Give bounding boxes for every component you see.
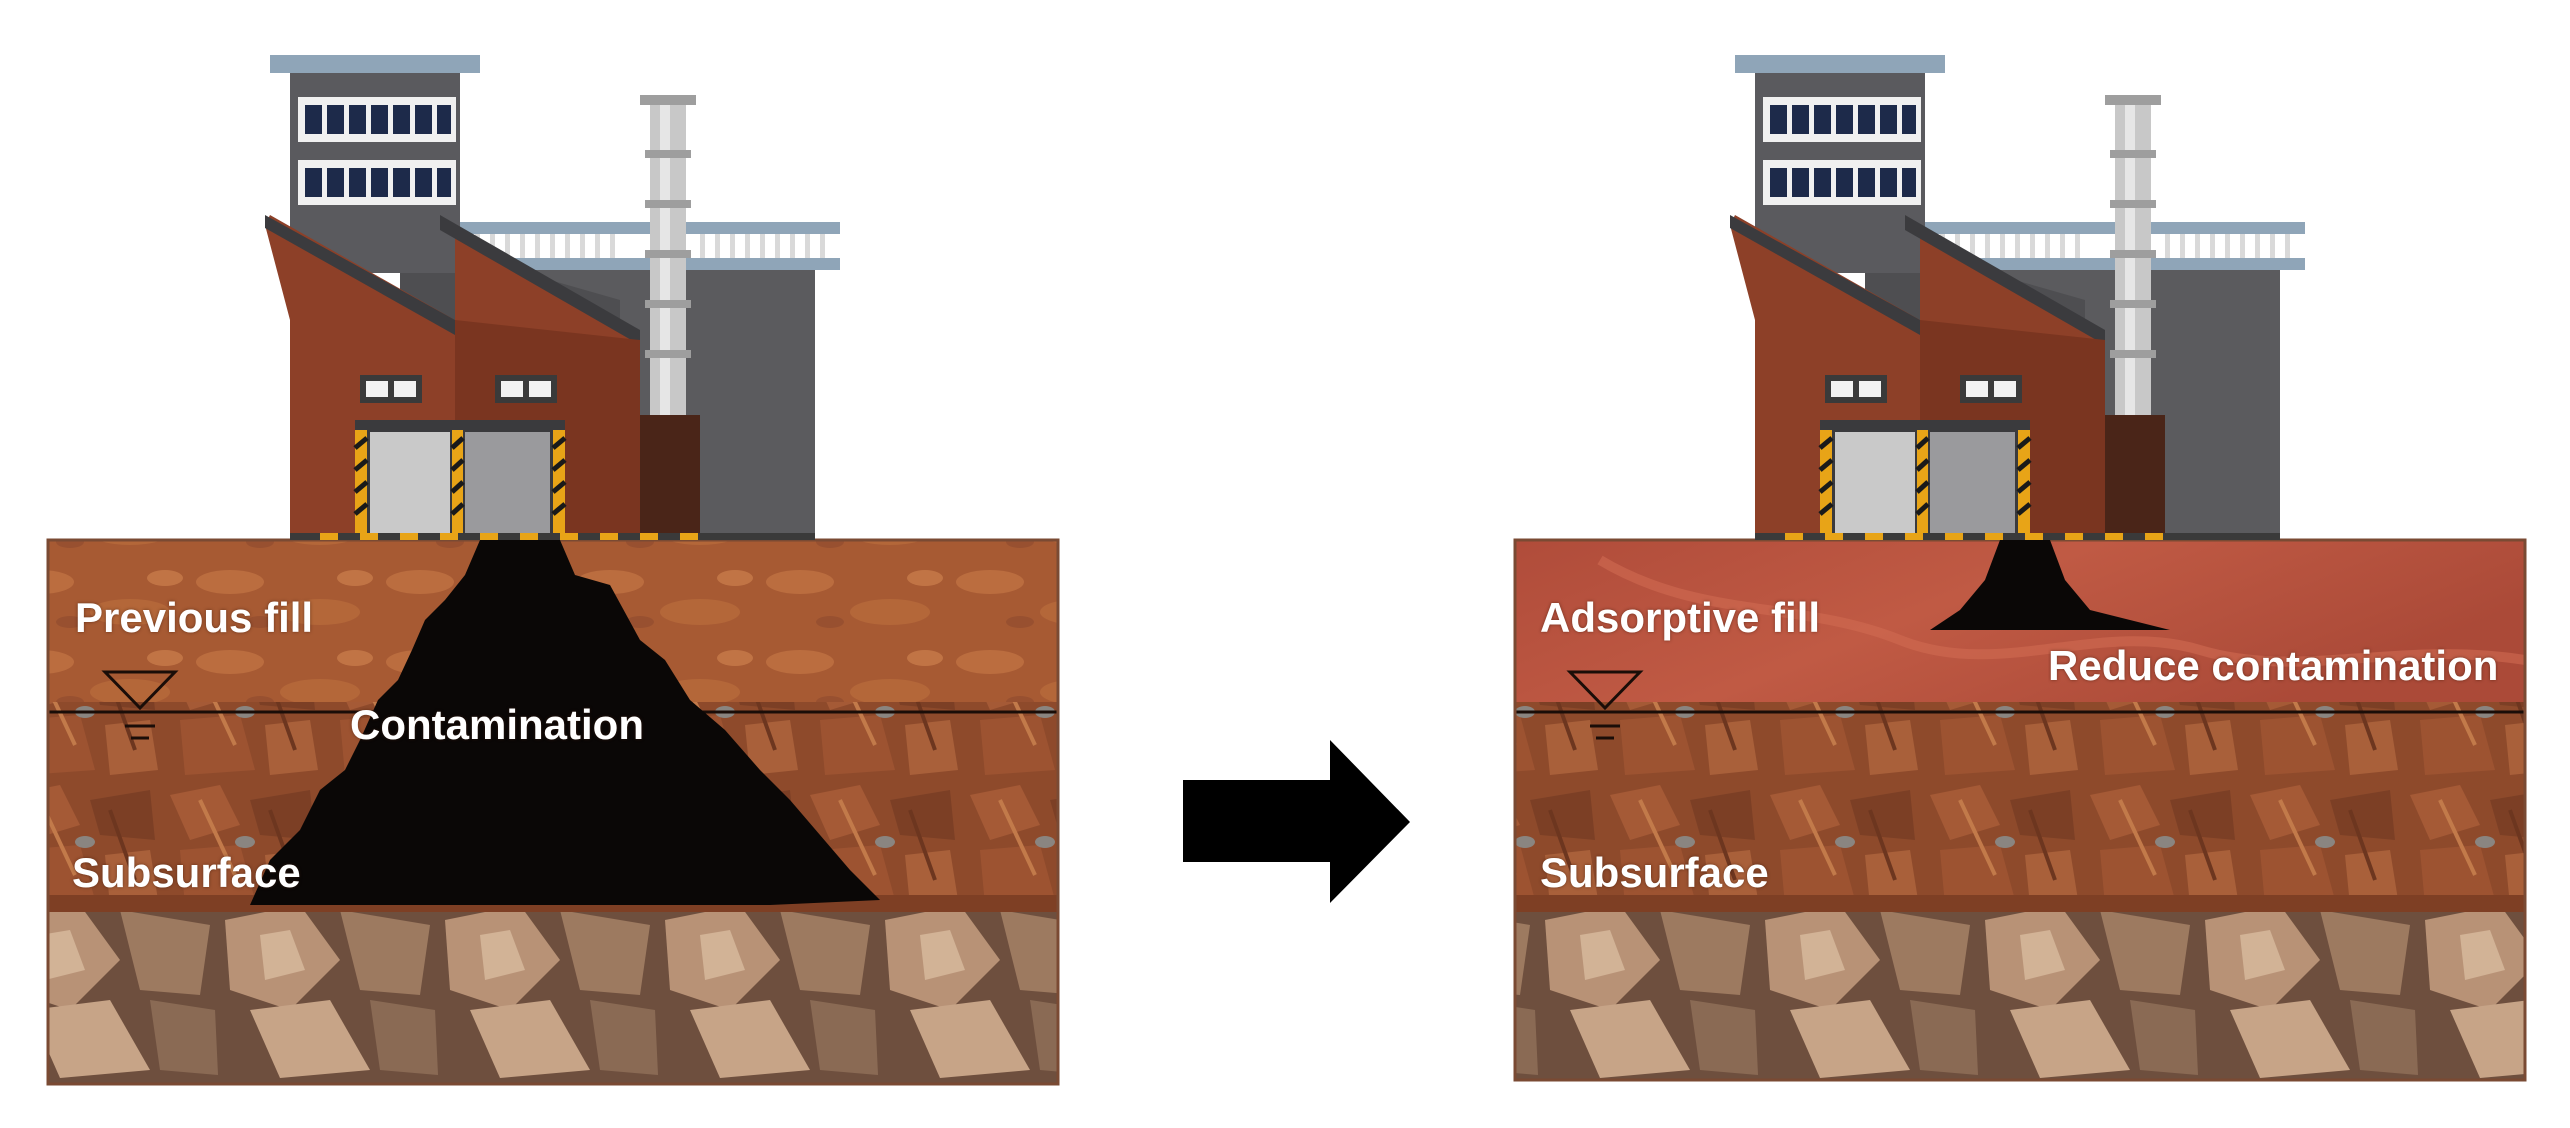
water-table-icon (101, 670, 179, 740)
before-panel (46, 55, 1060, 1086)
adsorptive-fill-label: Adsorptive fill (1540, 594, 1821, 641)
factory-icon (265, 55, 840, 540)
right-arrow-icon (1183, 740, 1410, 903)
reduced-contamination-plume (1930, 540, 2170, 630)
subsurface-layer (1515, 702, 2525, 912)
subsurface-label: Subsurface (1540, 849, 1769, 896)
bedrock-layer (48, 912, 1058, 1084)
reduce-contamination-label: Reduce contamination (2048, 645, 2499, 687)
previous-fill-label: Previous fill (75, 594, 314, 641)
water-table-icon (1566, 670, 1644, 740)
subsurface-label: Subsurface (72, 849, 301, 896)
after-panel (1513, 55, 2527, 1082)
contamination-label: Contamination (350, 701, 644, 748)
contamination-plume (250, 540, 880, 905)
bedrock-layer (1515, 912, 2525, 1080)
factory-icon (1730, 55, 2305, 540)
